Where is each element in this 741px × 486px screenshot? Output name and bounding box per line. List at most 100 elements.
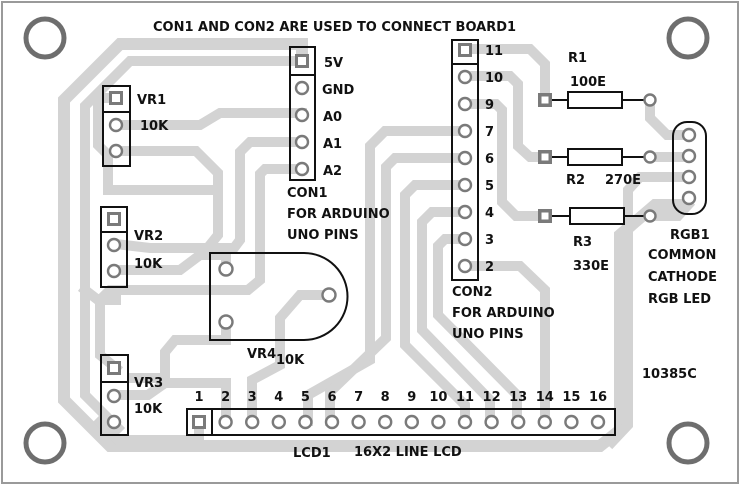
- vr4-value: 10K: [276, 353, 305, 368]
- mounting-hole-top-left: [23, 16, 67, 60]
- con2-pin-label: 10: [485, 71, 503, 86]
- con2-pin-pad: [457, 123, 473, 139]
- r3-pad2: [643, 209, 657, 223]
- copper-traces: [58, 38, 696, 452]
- r1-pad2: [643, 93, 657, 107]
- lcd1-ref: LCD1: [293, 446, 331, 461]
- vr4-outline: [209, 252, 349, 341]
- lcd1-pin-label: 2: [221, 390, 230, 405]
- con2-pin-pad: [457, 150, 473, 166]
- trace-con2-4: [417, 207, 495, 426]
- trace-inner-rail: [93, 93, 223, 253]
- con2-pin-label: 3: [485, 233, 494, 248]
- board-id: 10385C: [642, 367, 697, 382]
- vr3-pin2-pad: [106, 388, 122, 404]
- lcd1-pin-pad: [431, 414, 446, 430]
- vr1-value: 10K: [140, 119, 169, 134]
- lcd1-outline: [186, 408, 616, 436]
- rgb1-desc-line2: CATHODE: [648, 270, 717, 285]
- r1-pad1-drill: [541, 96, 549, 104]
- trace-con2-11: [460, 44, 550, 105]
- trace-lcd-gnd: [92, 414, 204, 445]
- con2-pin-label: 11: [485, 44, 503, 59]
- r2-ref: R2: [566, 173, 585, 188]
- rgb1-pin2-pad: [681, 148, 697, 164]
- con1-desc-line1: FOR ARDUINO: [287, 207, 390, 222]
- r3-pad1-drill: [541, 212, 549, 220]
- lcd1-pin-label: 6: [327, 390, 336, 405]
- con1-ref: CON1: [287, 186, 328, 201]
- lcd1-pin-pad: [590, 414, 606, 430]
- vr1-pin1-drill: [112, 94, 120, 102]
- vr4: VR4 10K: [209, 252, 349, 368]
- rgb1-ref: RGB1: [670, 228, 710, 243]
- con1-pin4-pad: [294, 134, 310, 150]
- trace-vr1-a0: [111, 108, 307, 130]
- lcd1-pin-label: 8: [381, 390, 390, 405]
- trace-vr3-lcd: [111, 378, 231, 426]
- vr2-pin2-pad: [106, 237, 122, 253]
- r1-ref: R1: [568, 51, 587, 66]
- con1-pin5-pad: [294, 161, 310, 177]
- lcd1-desc: 16X2 LINE LCD: [354, 445, 462, 460]
- vr3-pin1-drill: [110, 364, 118, 372]
- trace-con2-9: [460, 99, 550, 221]
- vr2: VR2 10K: [100, 206, 163, 288]
- vr1-pin2-pad: [108, 117, 124, 133]
- con2-pin-pad: [457, 177, 473, 193]
- con1-pin-label: A2: [323, 164, 342, 179]
- rgb1-pin3-pad: [681, 169, 697, 185]
- con1-desc-line2: UNO PINS: [287, 228, 359, 243]
- trace-con2-2: [460, 261, 550, 426]
- trace-a1: [110, 137, 307, 253]
- lcd1-pin1-drill: [195, 418, 203, 426]
- con2-pin-label: 9: [485, 98, 494, 113]
- rgb1-desc-line3: RGB LED: [648, 292, 711, 307]
- lcd1-pin-pad: [218, 414, 233, 430]
- trace-a2: [95, 164, 307, 376]
- trace-r3-rgb: [645, 197, 696, 221]
- r3: R3 330E: [538, 207, 657, 274]
- con1-pin-label: GND: [322, 83, 355, 98]
- vr2-ref: VR2: [134, 229, 163, 244]
- vr1: VR1 10K: [102, 85, 169, 167]
- r1: R1 100E: [538, 51, 657, 109]
- lcd1-pin-label: 9: [407, 390, 416, 405]
- con1: 5V GND A0 A1 A2 CON1 FOR ARDUINO UNO PIN…: [287, 46, 390, 243]
- trace-r1-rgb: [645, 95, 693, 140]
- vr2-pin1-drill: [110, 215, 118, 223]
- lcd1-pin-label: 10: [429, 390, 447, 405]
- con1-outline: [289, 46, 316, 181]
- vr3-outline: [100, 354, 129, 436]
- con2-desc-line2: UNO PINS: [452, 327, 524, 342]
- lcd1-pin-label: 14: [536, 390, 554, 405]
- lcd1-pin-label: 5: [301, 390, 310, 405]
- con1-pin3-pad: [294, 107, 310, 123]
- rgb1: RGB1 COMMON CATHODE RGB LED: [648, 121, 717, 307]
- lcd1-pin-pad: [378, 414, 393, 430]
- con2-pin-pad: [457, 231, 473, 247]
- con1-pin-label: A0: [323, 110, 342, 125]
- vr4-wiper-pad: [321, 287, 337, 303]
- trace-con2-10: [460, 71, 550, 162]
- lcd1-pin-pad: [564, 414, 579, 430]
- r1-value: 100E: [570, 75, 606, 90]
- vr2-pin3-pad: [106, 263, 122, 279]
- rgb1-desc-line1: COMMON: [648, 248, 716, 263]
- trace-vr4-wiper: [247, 290, 334, 426]
- lcd1-pin-label: 1: [194, 390, 203, 405]
- con2-pin-pad: [457, 258, 473, 274]
- r2-pad2: [643, 150, 657, 164]
- con2-outline: [451, 39, 479, 281]
- lcd1-pin-label: 4: [274, 390, 283, 405]
- lcd1-pin-pad: [351, 414, 366, 430]
- r3-value: 330E: [573, 259, 609, 274]
- con2-pin1-drill: [461, 46, 469, 54]
- con2-pin-pad: [457, 204, 473, 220]
- rgb1-outline: [672, 121, 707, 215]
- lcd1-pin-label: 3: [248, 390, 257, 405]
- con2-pin-pad: [457, 69, 473, 85]
- vr2-outline: [100, 206, 128, 288]
- trace-vr4-b: [127, 317, 231, 383]
